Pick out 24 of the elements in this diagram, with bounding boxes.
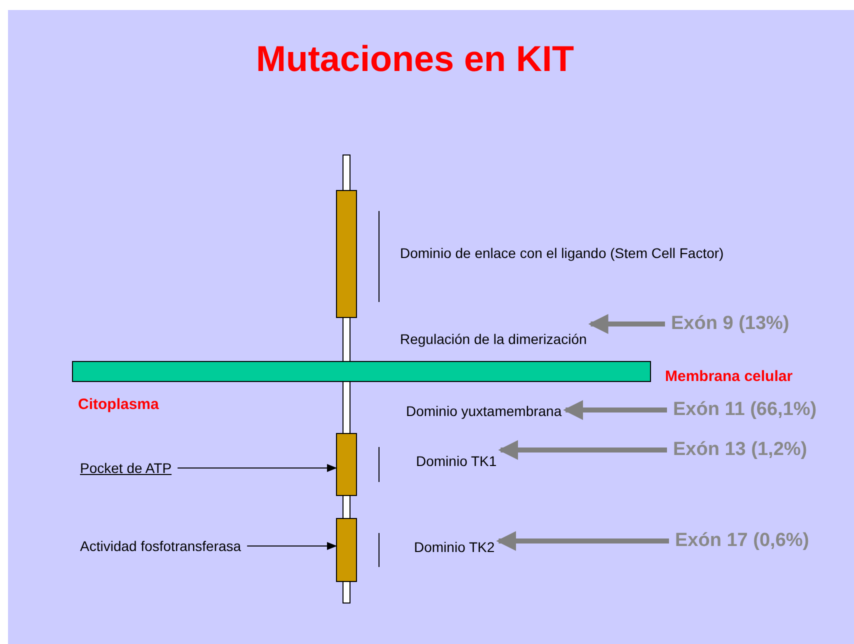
arrow: [177, 464, 337, 472]
arrow: [498, 440, 667, 460]
domain-block: [336, 433, 357, 496]
arrow: [496, 531, 669, 551]
exon-label: Exón 17 (0,6%): [675, 530, 810, 552]
exon-label: Exón 9 (13%): [671, 313, 790, 335]
domain-label: Dominio de enlace con el ligando (Stem Cell Factor): [400, 245, 724, 261]
cell-membrane-bar: [72, 361, 651, 382]
exon-label: Exón 13 (1,2%): [673, 439, 808, 461]
region-label: Citoplasma: [78, 396, 159, 413]
domain-block: [336, 190, 357, 318]
arrow: [588, 314, 665, 334]
arrow: [246, 542, 337, 550]
annotation-text: Actividad fosfotransferasa: [80, 538, 242, 554]
domain-label: Dominio TK1: [416, 453, 497, 469]
exon-label: Exón 11 (66,1%): [673, 399, 817, 421]
domain-label: Regulación de la dimerización: [400, 331, 587, 347]
domain-block: [336, 518, 357, 582]
title: Mutaciones en KIT: [254, 38, 576, 80]
arrow: [563, 400, 667, 420]
domain-label: Dominio yuxtamembrana: [406, 403, 562, 419]
annotation-text: Pocket de ATP: [80, 460, 172, 476]
domain-label: Dominio TK2: [414, 539, 495, 555]
membrane-label: Membrana celular: [665, 368, 793, 385]
